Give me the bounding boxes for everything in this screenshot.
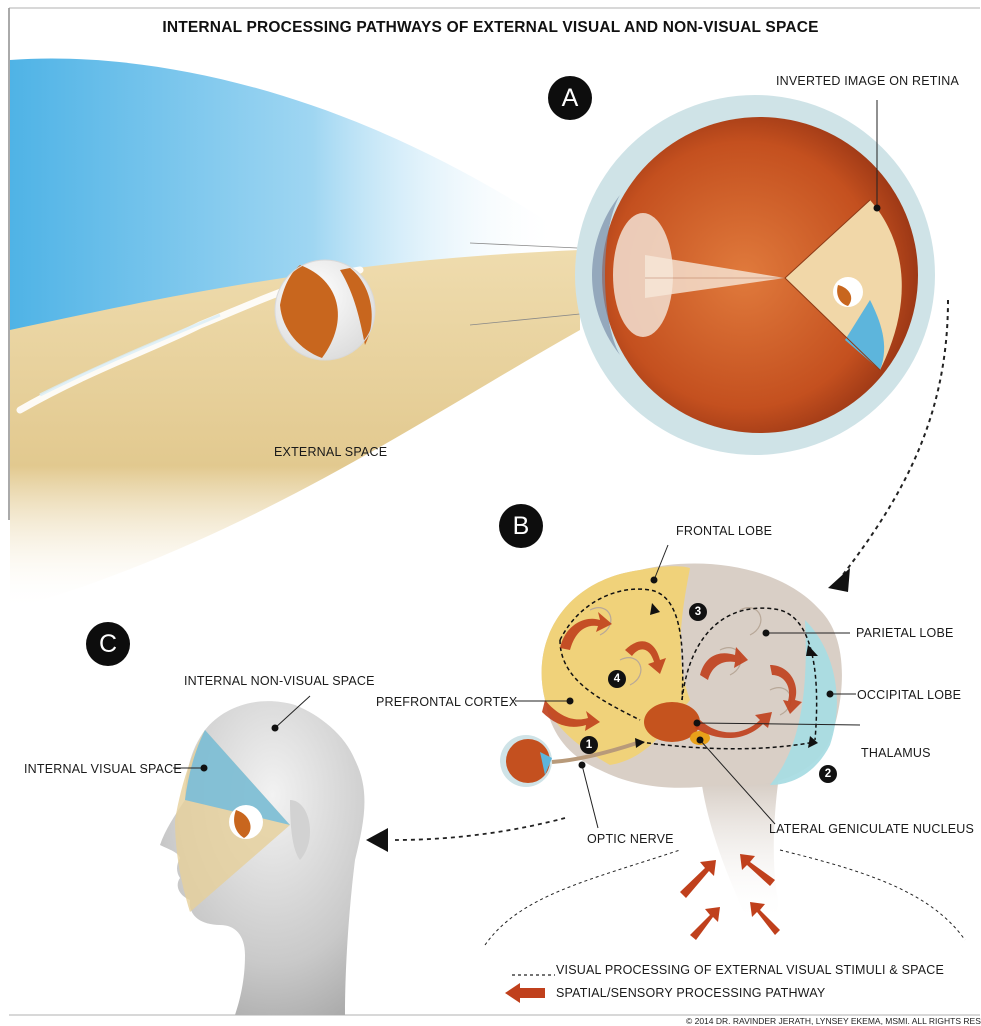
label-parietal-lobe: PARIETAL LOBE bbox=[856, 626, 954, 640]
legend-visual-processing: VISUAL PROCESSING OF EXTERNAL VISUAL STI… bbox=[556, 963, 944, 977]
copyright-notice: © 2014 DR. RAVINDER JERATH, LYNSEY EKEMA… bbox=[686, 1016, 981, 1026]
legend-spatial-pathway: SPATIAL/SENSORY PROCESSING PATHWAY bbox=[556, 986, 825, 1000]
label-internal-non-visual-space: INTERNAL NON-VISUAL SPACE bbox=[184, 674, 375, 688]
head-profile bbox=[160, 701, 364, 1015]
label-thalamus: THALAMUS bbox=[861, 746, 931, 760]
small-eye bbox=[500, 735, 552, 787]
label-occipital-lobe: OCCIPITAL LOBE bbox=[857, 688, 961, 702]
pathway-number-1: 1 bbox=[580, 736, 598, 754]
badge-a: A bbox=[548, 76, 592, 120]
pathway-number-3: 3 bbox=[689, 603, 707, 621]
diagram-title: INTERNAL PROCESSING PATHWAYS OF EXTERNAL… bbox=[0, 19, 981, 37]
beach-ball bbox=[275, 260, 375, 360]
legend-red-arrow-icon bbox=[505, 983, 545, 1003]
label-frontal-lobe: FRONTAL LOBE bbox=[676, 524, 772, 538]
label-optic-nerve: OPTIC NERVE bbox=[587, 832, 674, 846]
label-prefrontal-cortex: PREFRONTAL CORTEX bbox=[376, 695, 517, 709]
badge-b: B bbox=[499, 504, 543, 548]
label-external-space: EXTERNAL SPACE bbox=[274, 445, 387, 459]
label-internal-visual-space: INTERNAL VISUAL SPACE bbox=[24, 762, 182, 776]
label-lateral-geniculate-nucleus: LATERAL GENICULATE NUCLEUS bbox=[769, 822, 974, 836]
badge-c: C bbox=[86, 622, 130, 666]
eyeball bbox=[575, 95, 935, 455]
pathway-number-4: 4 bbox=[608, 670, 626, 688]
label-inverted-image: INVERTED IMAGE ON RETINA bbox=[776, 74, 959, 88]
pathway-number-2: 2 bbox=[819, 765, 837, 783]
